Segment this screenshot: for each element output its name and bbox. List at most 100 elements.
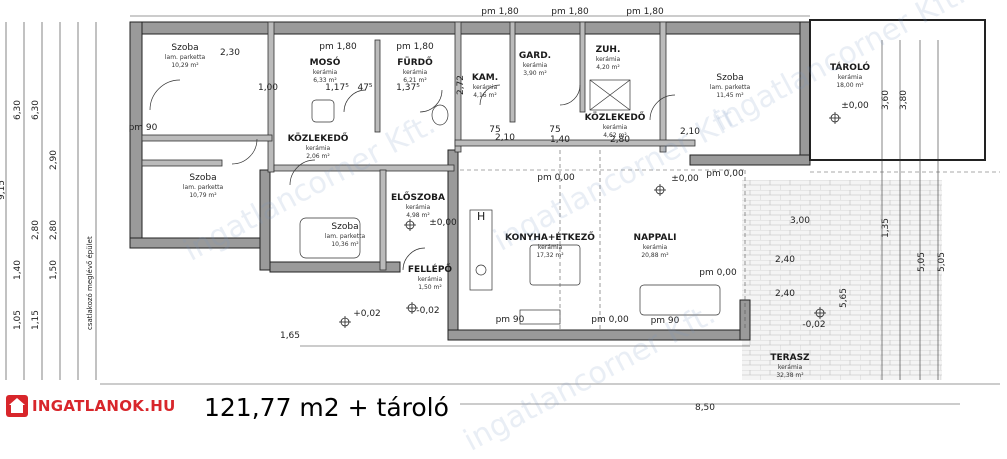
dim-right-4: 5,05 [937,252,947,272]
dim-right-6: 2,40 [775,255,795,265]
room-area-szoba2: 11,45 m² [716,92,744,99]
room-name-nappali: NAPPALI [634,233,677,243]
logo-text: INGATLANOK.HU [32,397,176,415]
room-name-szoba3: Szoba [189,173,216,183]
dim-left-7: 1,50 [49,260,59,280]
level-markers [339,112,841,328]
dim-right-0: 3,60 [881,90,891,110]
room-floor-nappali: kerámia [643,244,668,251]
dim-left-6: 1,40 [13,260,23,280]
room-name-eloszoba: ELŐSZOBA [391,192,445,203]
room-floor-kozlekedo1: kerámia [306,145,331,152]
room-floor-zuh: kerámia [596,56,621,63]
parapet-5: pm 90 [129,123,158,133]
room-floor-furdo: kerámia [403,69,428,76]
parapet-4: pm 1,80 [396,42,434,52]
room-name-furdo: FÜRDŐ [397,57,433,68]
exterior-walls [129,21,811,341]
dim-left-8: 1,15 [31,310,41,330]
dim-left-5: 2,80 [49,220,59,240]
parapet-8: pm 0,00 [591,315,629,325]
room-name-szoba4: Szoba [331,222,358,232]
dim-top-0: 2,30 [220,48,240,58]
parapet-2: pm 1,80 [626,7,664,17]
room-floor-moso: kerámia [313,69,338,76]
terrace-paving [742,180,942,380]
room-floor-gard: kerámia [523,62,548,69]
room-area-eloszoba: 4,98 m² [406,212,430,219]
room-area-moso: 6,33 m² [313,77,337,84]
room-area-kam: 4,16 m² [473,92,497,99]
room-name-moso: MOSÓ [310,56,341,68]
room-floor-konyha: kerámia [538,244,563,251]
dim-top-3: 47⁵ [357,83,372,93]
adjacent-building-note: csatlakozó meglévő épület [85,236,94,330]
room-name-tarolo: TÁROLÓ [830,61,870,73]
room-floor-szoba3: lam. parketta [183,184,224,191]
parapet-1: pm 1,80 [551,7,589,17]
parapet-labels: pm 1,80 pm 1,80 pm 1,80 pm 1,80 pm 1,80 pm 90… [129,7,744,326]
room-name-terasz: TERASZ [770,353,810,363]
room-name-fellepo: FELLÉPŐ [408,263,453,275]
dim-left-3: 2,90 [49,150,59,170]
interior-walls [141,21,696,271]
parapet-3: pm 1,80 [319,42,357,52]
room-floor-kozlekedo2: kerámia [603,124,628,131]
parapet-6: pm 90 [496,315,525,325]
room-area-furdo: 6,21 m² [403,77,427,84]
dimension-lines [5,15,1000,405]
dim-right-3: 5,05 [917,252,927,272]
dim-bottom-2: 3,00 [790,216,810,226]
parapet-10: pm 0,00 [706,169,744,179]
room-name-zuh: ZUH. [596,45,621,55]
room-floor-szoba2: lam. parketta [710,84,751,91]
room-floor-szoba1: lam. parketta [165,54,206,61]
dim-top-8: 2,10 [495,133,515,143]
guide-lines [460,150,1000,330]
h-mark: H [477,210,485,223]
room-name-kozlekedo1: KÖZLEKEDŐ [288,133,349,144]
parapet-0: pm 1,80 [481,7,519,17]
level-3: +0,02 [353,309,381,319]
room-area-konyha: 17,32 m² [536,252,564,259]
room-area-kozlekedo1: 2,06 m² [306,153,330,160]
level-0: ±0,00 [841,101,869,111]
room-name-konyha: KONYHA+ÉTKEZŐ [505,231,595,243]
dim-top-2: 1,17⁵ [325,83,349,93]
room-floor-szoba4: lam. parketta [325,233,366,240]
level-2: ±0,00 [429,218,457,228]
dim-bottom-1: 8,50 [695,403,715,413]
room-floor-eloszoba: kerámia [406,204,431,211]
dim-top-11: 2,10 [680,127,700,137]
dim-left-2: 6,30 [31,100,41,120]
room-area-kozlekedo2: 4,62 m² [603,132,627,139]
dim-right-1: 3,80 [899,90,909,110]
dim-left-1: 6,30 [13,100,23,120]
room-floor-terasz: kerámia [778,364,803,371]
room-floor-fellepo: kerámia [418,276,443,283]
dim-left-0: 9,15 [0,180,7,200]
level-5: -0,02 [802,320,825,330]
dim-top-10: 2,80 [610,135,630,145]
parapet-11: pm 0,00 [699,268,737,278]
dim-right-7: 2,40 [775,289,795,299]
room-area-gard: 3,90 m² [523,70,547,77]
room-area-fellepo: 1,50 m² [418,284,442,291]
room-name-szoba2: Szoba [716,73,743,83]
room-floor-kam: kerámia [473,84,498,91]
dim-left-4: 2,80 [31,220,41,240]
ingatlanok-logo[interactable]: INGATLANOK.HU [6,395,176,417]
dim-top-1: 1,00 [258,83,278,93]
room-area-zuh: 4,20 m² [596,64,620,71]
door-swings [149,79,676,271]
dim-right-2: 1,35 [881,218,891,238]
total-area-label: 121,77 m2 + tároló [204,393,449,422]
dim-top-4: 1,37⁵ [396,83,420,93]
room-area-tarolo: 18,00 m² [836,82,864,89]
parapet-9: pm 0,00 [537,173,575,183]
level-values: ±0,00±0,00±0,00+0,02-0,02-0,02 [353,101,869,330]
dim-top-5: 2,72 [456,75,466,95]
